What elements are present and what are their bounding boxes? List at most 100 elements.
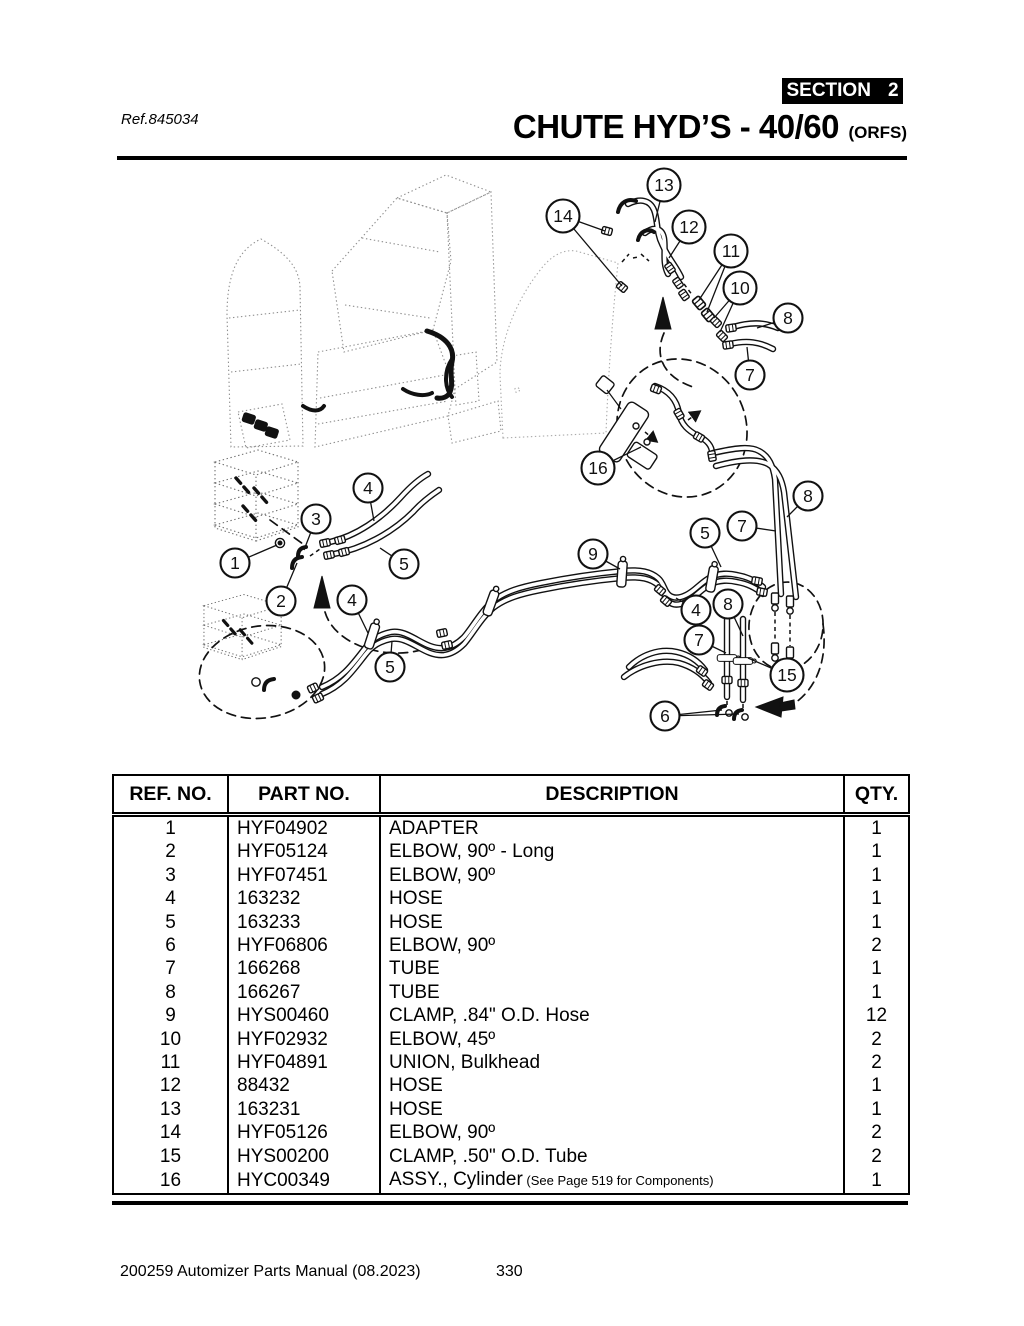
cell-part-no: HYF04902	[227, 814, 380, 841]
cell-ref-no: 10	[159, 1028, 182, 1050]
machine-hose	[444, 357, 454, 399]
col-header-ref: REF. NO.	[113, 775, 228, 817]
cell-qty: 1	[843, 980, 909, 1005]
cell-ref-no: 15	[159, 1145, 182, 1167]
cell-qty: 1	[843, 840, 909, 864]
callout-number: 12	[679, 217, 698, 237]
col-header-part: PART NO.	[227, 775, 380, 817]
cell-part-no: HYF02932	[227, 1027, 380, 1052]
cell-part-no: HYF05124	[227, 840, 380, 864]
section-badge-number: 2	[887, 80, 899, 101]
cell-qty: 2	[843, 934, 909, 958]
cell-qty: 2	[843, 1027, 909, 1052]
cell-qty: 2	[843, 1051, 909, 1075]
callout-circle-4	[336, 584, 368, 616]
cell-description: CLAMP, .50" O.D. Tube	[379, 1144, 844, 1169]
callout-number: 4	[363, 478, 373, 498]
cell-description: ELBOW, 90º	[379, 934, 844, 958]
callout-circle-12	[671, 209, 707, 245]
cell-part-no: 166268	[227, 957, 380, 981]
callout-number: 1	[230, 553, 240, 573]
cell-description: HOSE	[379, 887, 844, 911]
cell-description: ELBOW, 90º	[379, 863, 844, 888]
cell-part-no: HYS00460	[227, 1004, 380, 1028]
fittings	[251, 198, 795, 721]
cell-ref-no: 16	[159, 1169, 182, 1191]
callout-number: 10	[730, 278, 750, 298]
cell-part-no: 163232	[227, 887, 380, 911]
cell-qty: 2	[843, 1121, 909, 1145]
callout-number: 4	[347, 590, 357, 610]
cell-ref-no: 4	[165, 888, 176, 910]
cell-ref-no: 3	[165, 864, 176, 886]
cell-description: ELBOW, 90º	[379, 1121, 844, 1145]
callout-circle-7	[683, 624, 715, 656]
callout-number: 5	[385, 657, 395, 677]
section-badge: SECTION 2	[782, 78, 903, 104]
footer-page-number: 330	[496, 1263, 523, 1280]
cell-part-no: HYF04891	[227, 1051, 380, 1075]
cell-ref-no: 6	[165, 935, 176, 957]
callout-circle-4	[352, 472, 384, 504]
cell-ref-no: 11	[160, 1052, 181, 1074]
callout-circle-14	[545, 198, 581, 234]
callout-number: 7	[694, 630, 704, 650]
cell-ref-no: 14	[159, 1122, 182, 1144]
callout-number: 5	[700, 523, 710, 543]
cell-ref-no: 7	[165, 958, 176, 980]
callout-number: 16	[588, 458, 607, 478]
cell-qty: 1	[843, 863, 909, 888]
machine-hose	[424, 328, 456, 401]
cell-ref-no: 13	[159, 1098, 182, 1120]
callout-number: 3	[311, 509, 321, 529]
callout-circle-8	[712, 588, 744, 620]
callout-circle-7	[726, 510, 758, 542]
page-title-text: CHUTE HYD’S - 40/60	[512, 108, 840, 145]
direction-arrow-left	[754, 696, 784, 718]
col-header-qty: QTY.	[843, 775, 909, 817]
callout-number: 13	[654, 175, 673, 195]
cell-qty: 1	[843, 887, 909, 911]
cell-part-no: 88432	[227, 1074, 380, 1098]
callout-circle-8	[772, 302, 804, 334]
cell-description: HOSE	[379, 910, 844, 935]
cell-description: UNION, Bulkhead	[379, 1051, 844, 1075]
callout-number: 9	[588, 544, 598, 564]
cell-ref-no: 1	[165, 818, 176, 839]
cell-ref-no: 9	[165, 1005, 176, 1027]
cell-part-no: 163233	[227, 910, 380, 935]
callout-number: 4	[691, 600, 701, 620]
cell-description: ASSY., Cylinder (See Page 519 for Compon…	[379, 1168, 844, 1194]
cell-description: TUBE	[379, 957, 844, 981]
section-badge-label: SECTION	[786, 80, 871, 101]
callout-number: 14	[553, 206, 573, 226]
cell-ref-no: 8	[165, 981, 176, 1003]
callout-number: 5	[399, 554, 409, 574]
direction-arrow-up	[313, 575, 331, 609]
cell-part-no: 166267	[227, 980, 380, 1005]
callout-circle-5	[374, 651, 406, 683]
page-title-suffix: (ORFS)	[848, 123, 907, 142]
callout-circle-11	[713, 233, 749, 269]
callout-number: 2	[276, 591, 286, 611]
callout-circle-5	[388, 548, 420, 580]
cell-ref-no: 5	[165, 911, 176, 933]
cell-qty: 1	[843, 1168, 909, 1194]
cylinder	[595, 375, 658, 470]
callout-number: 8	[723, 594, 733, 614]
callout-circle-8	[792, 480, 824, 512]
